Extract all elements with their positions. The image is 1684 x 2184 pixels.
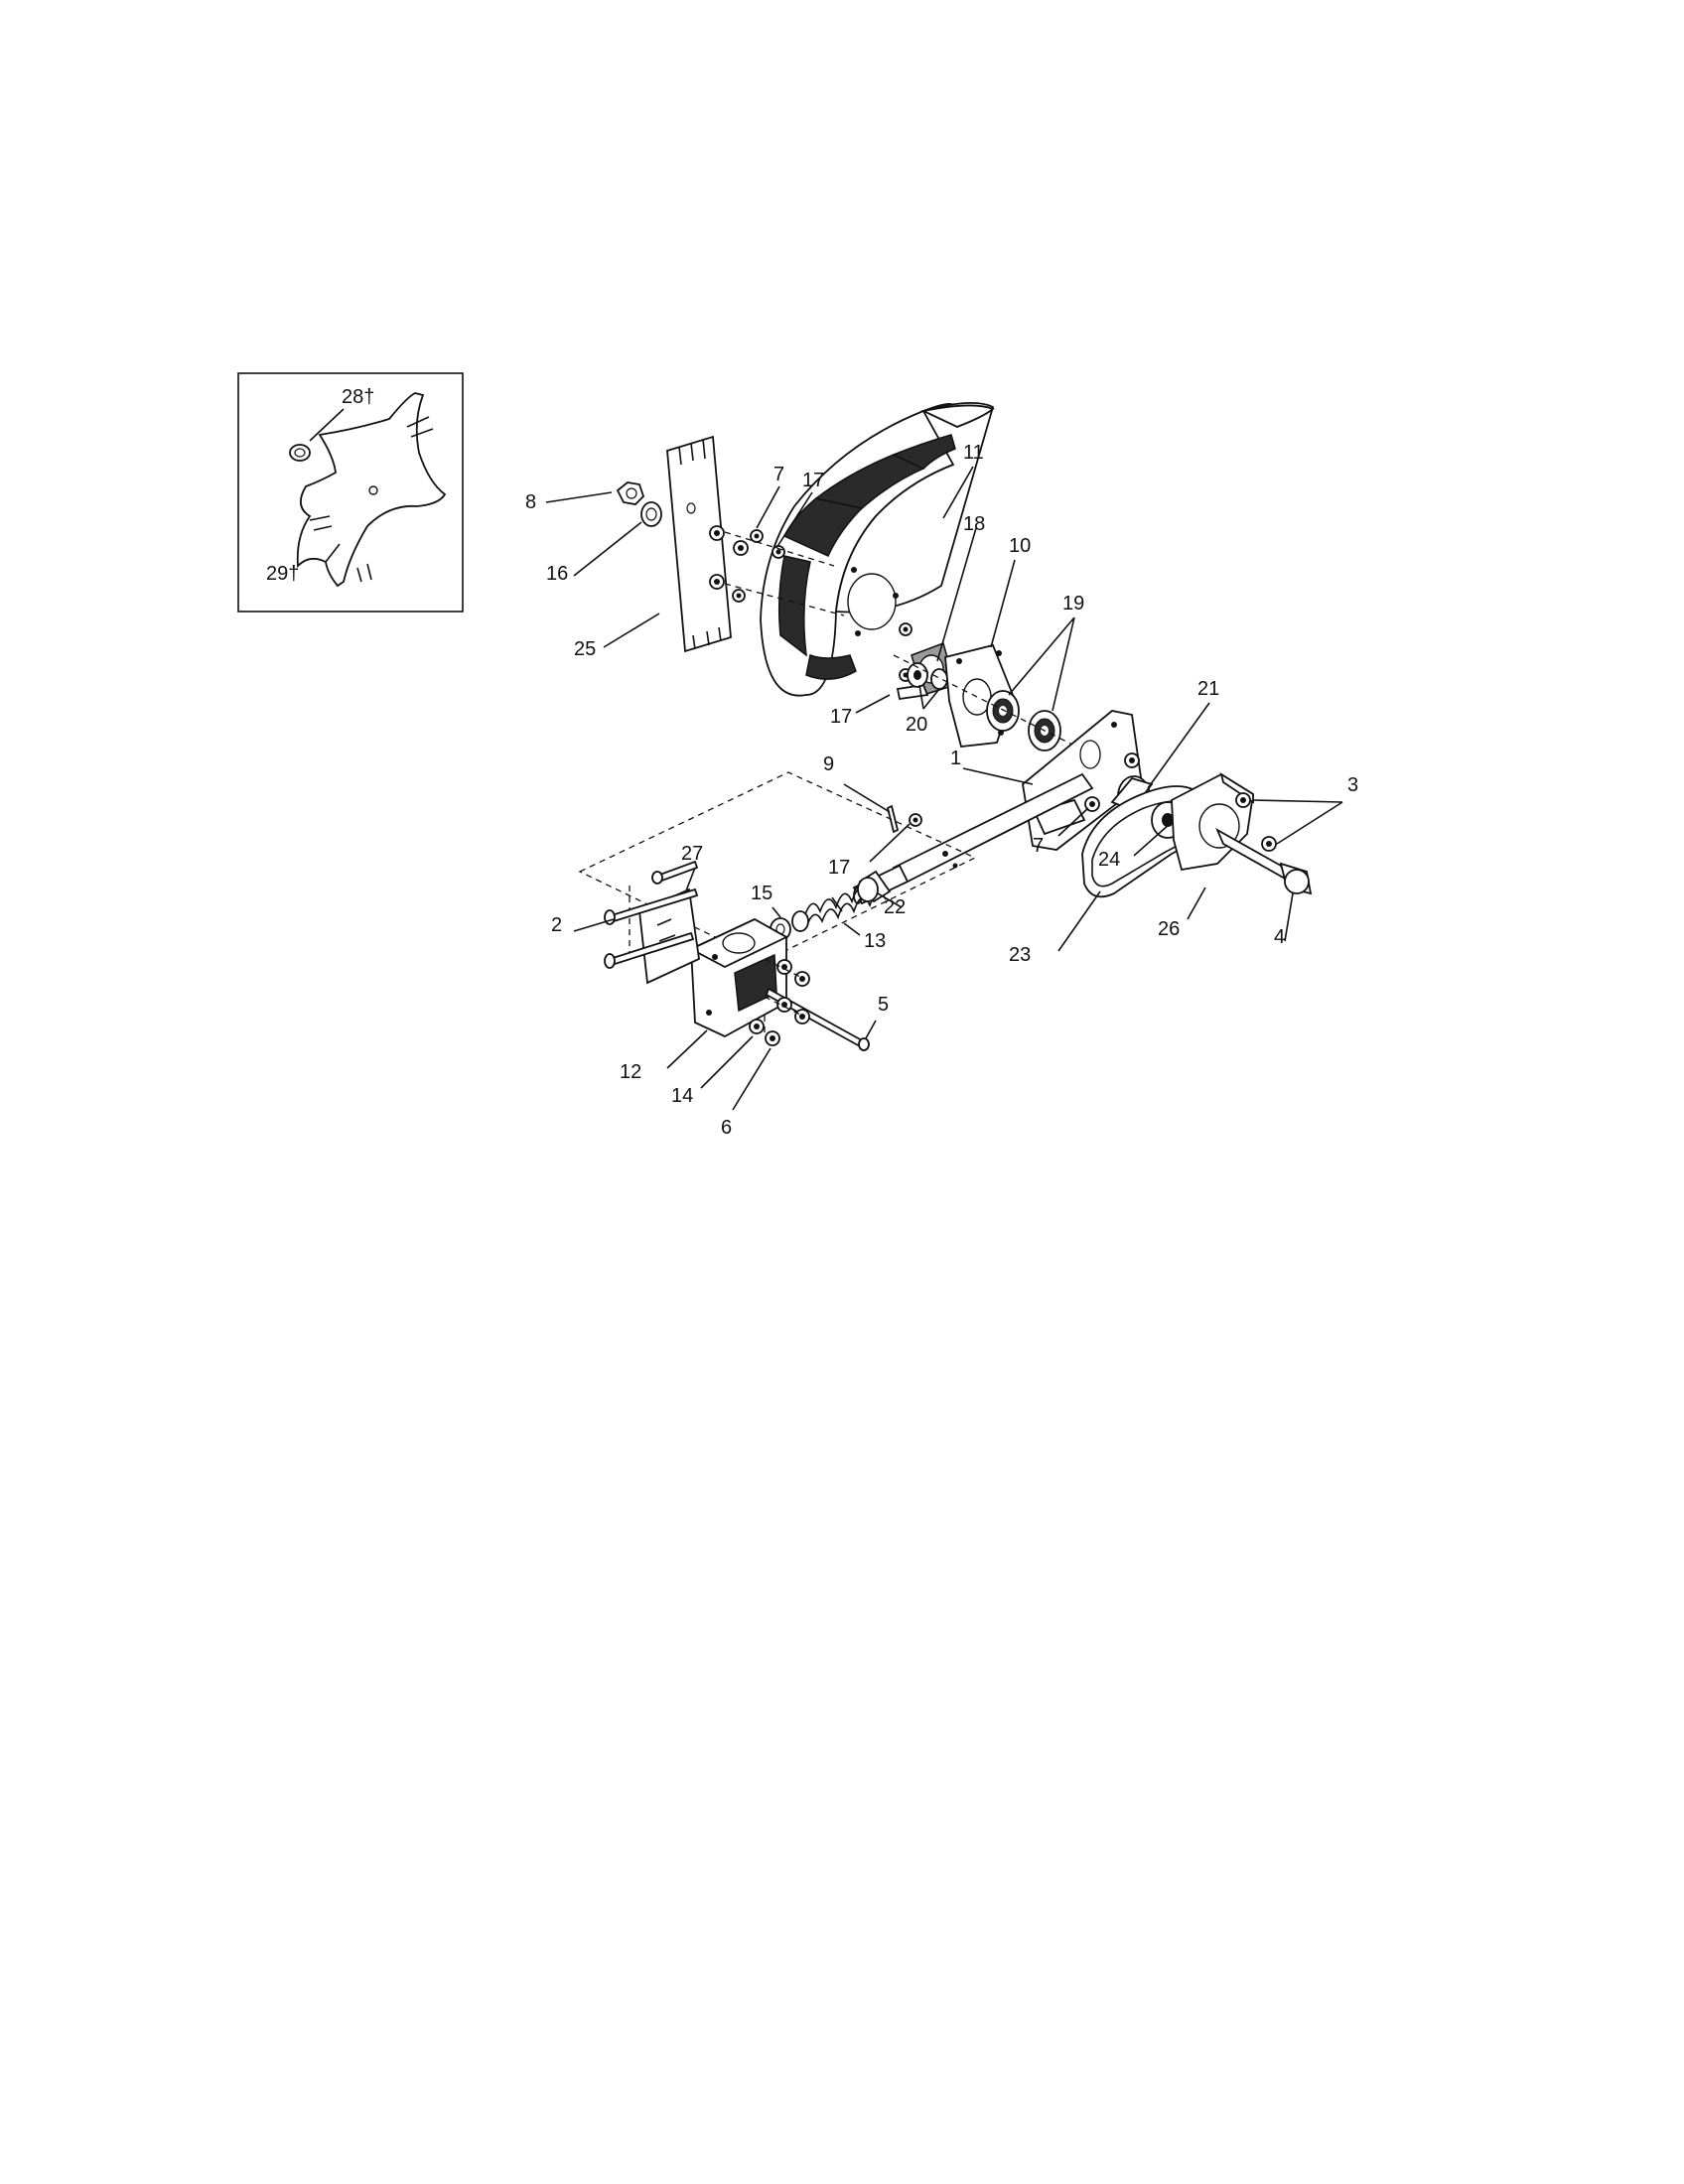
callout-14: 14 xyxy=(671,1085,693,1107)
nuts-washers-6-14 xyxy=(749,958,810,1046)
leader-lines xyxy=(545,466,1343,1111)
callout-23: 23 xyxy=(1009,944,1031,966)
callout-24: 24 xyxy=(1098,849,1120,871)
callout-16: 16 xyxy=(546,563,568,585)
callout-11: 11 xyxy=(963,442,984,464)
callout-25: 25 xyxy=(574,638,596,660)
plate-part-27 xyxy=(638,887,700,985)
bolts-part-2 xyxy=(604,860,699,969)
callout-6: 6 xyxy=(721,1117,732,1139)
callout-20: 20 xyxy=(906,714,927,736)
callout-5: 5 xyxy=(878,994,889,1016)
callout-15: 15 xyxy=(751,883,772,904)
bearing-part-19 xyxy=(893,654,1093,755)
callout-2: 2 xyxy=(551,914,562,936)
assembly-outline xyxy=(578,771,977,962)
callout-12: 12 xyxy=(620,1061,641,1083)
washer-part-16 xyxy=(640,501,662,527)
callout-28: 28† xyxy=(342,386,374,408)
callout-27: 27 xyxy=(681,843,703,865)
callout-21: 21 xyxy=(1197,678,1219,700)
nut-7-lower xyxy=(1084,752,1140,812)
callout-7-lower: 7 xyxy=(1033,835,1044,857)
callout-17-upper: 17 xyxy=(802,470,824,491)
callout-13: 13 xyxy=(864,930,886,952)
callout-8: 8 xyxy=(525,491,536,513)
callout-3: 3 xyxy=(1347,774,1358,796)
pin-part-9 xyxy=(886,804,922,834)
callout-18: 18 xyxy=(963,513,985,535)
small-hardware-group xyxy=(709,525,912,682)
callout-1: 1 xyxy=(950,748,961,769)
callout-4: 4 xyxy=(1274,926,1285,948)
callout-17-lower: 17 xyxy=(828,857,850,879)
bearing-part-20 xyxy=(907,662,948,690)
callout-17-middle: 17 xyxy=(830,706,852,728)
callout-labels: 1 2 3 4 5 6 7 7 8 9 10 11 12 13 14 15 16… xyxy=(266,386,1358,1139)
callout-19: 19 xyxy=(1062,593,1084,614)
callout-9: 9 xyxy=(823,753,834,775)
bracket-part-12 xyxy=(688,917,788,1038)
callout-26: 26 xyxy=(1158,918,1180,940)
screws-part-3 xyxy=(1235,792,1277,852)
tine-bar-part-25 xyxy=(666,435,732,653)
callout-22: 22 xyxy=(884,896,906,918)
callout-7-upper: 7 xyxy=(773,464,784,485)
tine-shield-part-11 xyxy=(760,401,995,697)
bolt-part-4 xyxy=(1215,827,1313,895)
callout-29: 29† xyxy=(266,563,299,585)
hex-nut-part-8 xyxy=(616,481,645,505)
callout-10: 10 xyxy=(1009,535,1031,557)
inset-tine-detail xyxy=(237,372,464,613)
sleeve-part-22 xyxy=(857,870,892,903)
